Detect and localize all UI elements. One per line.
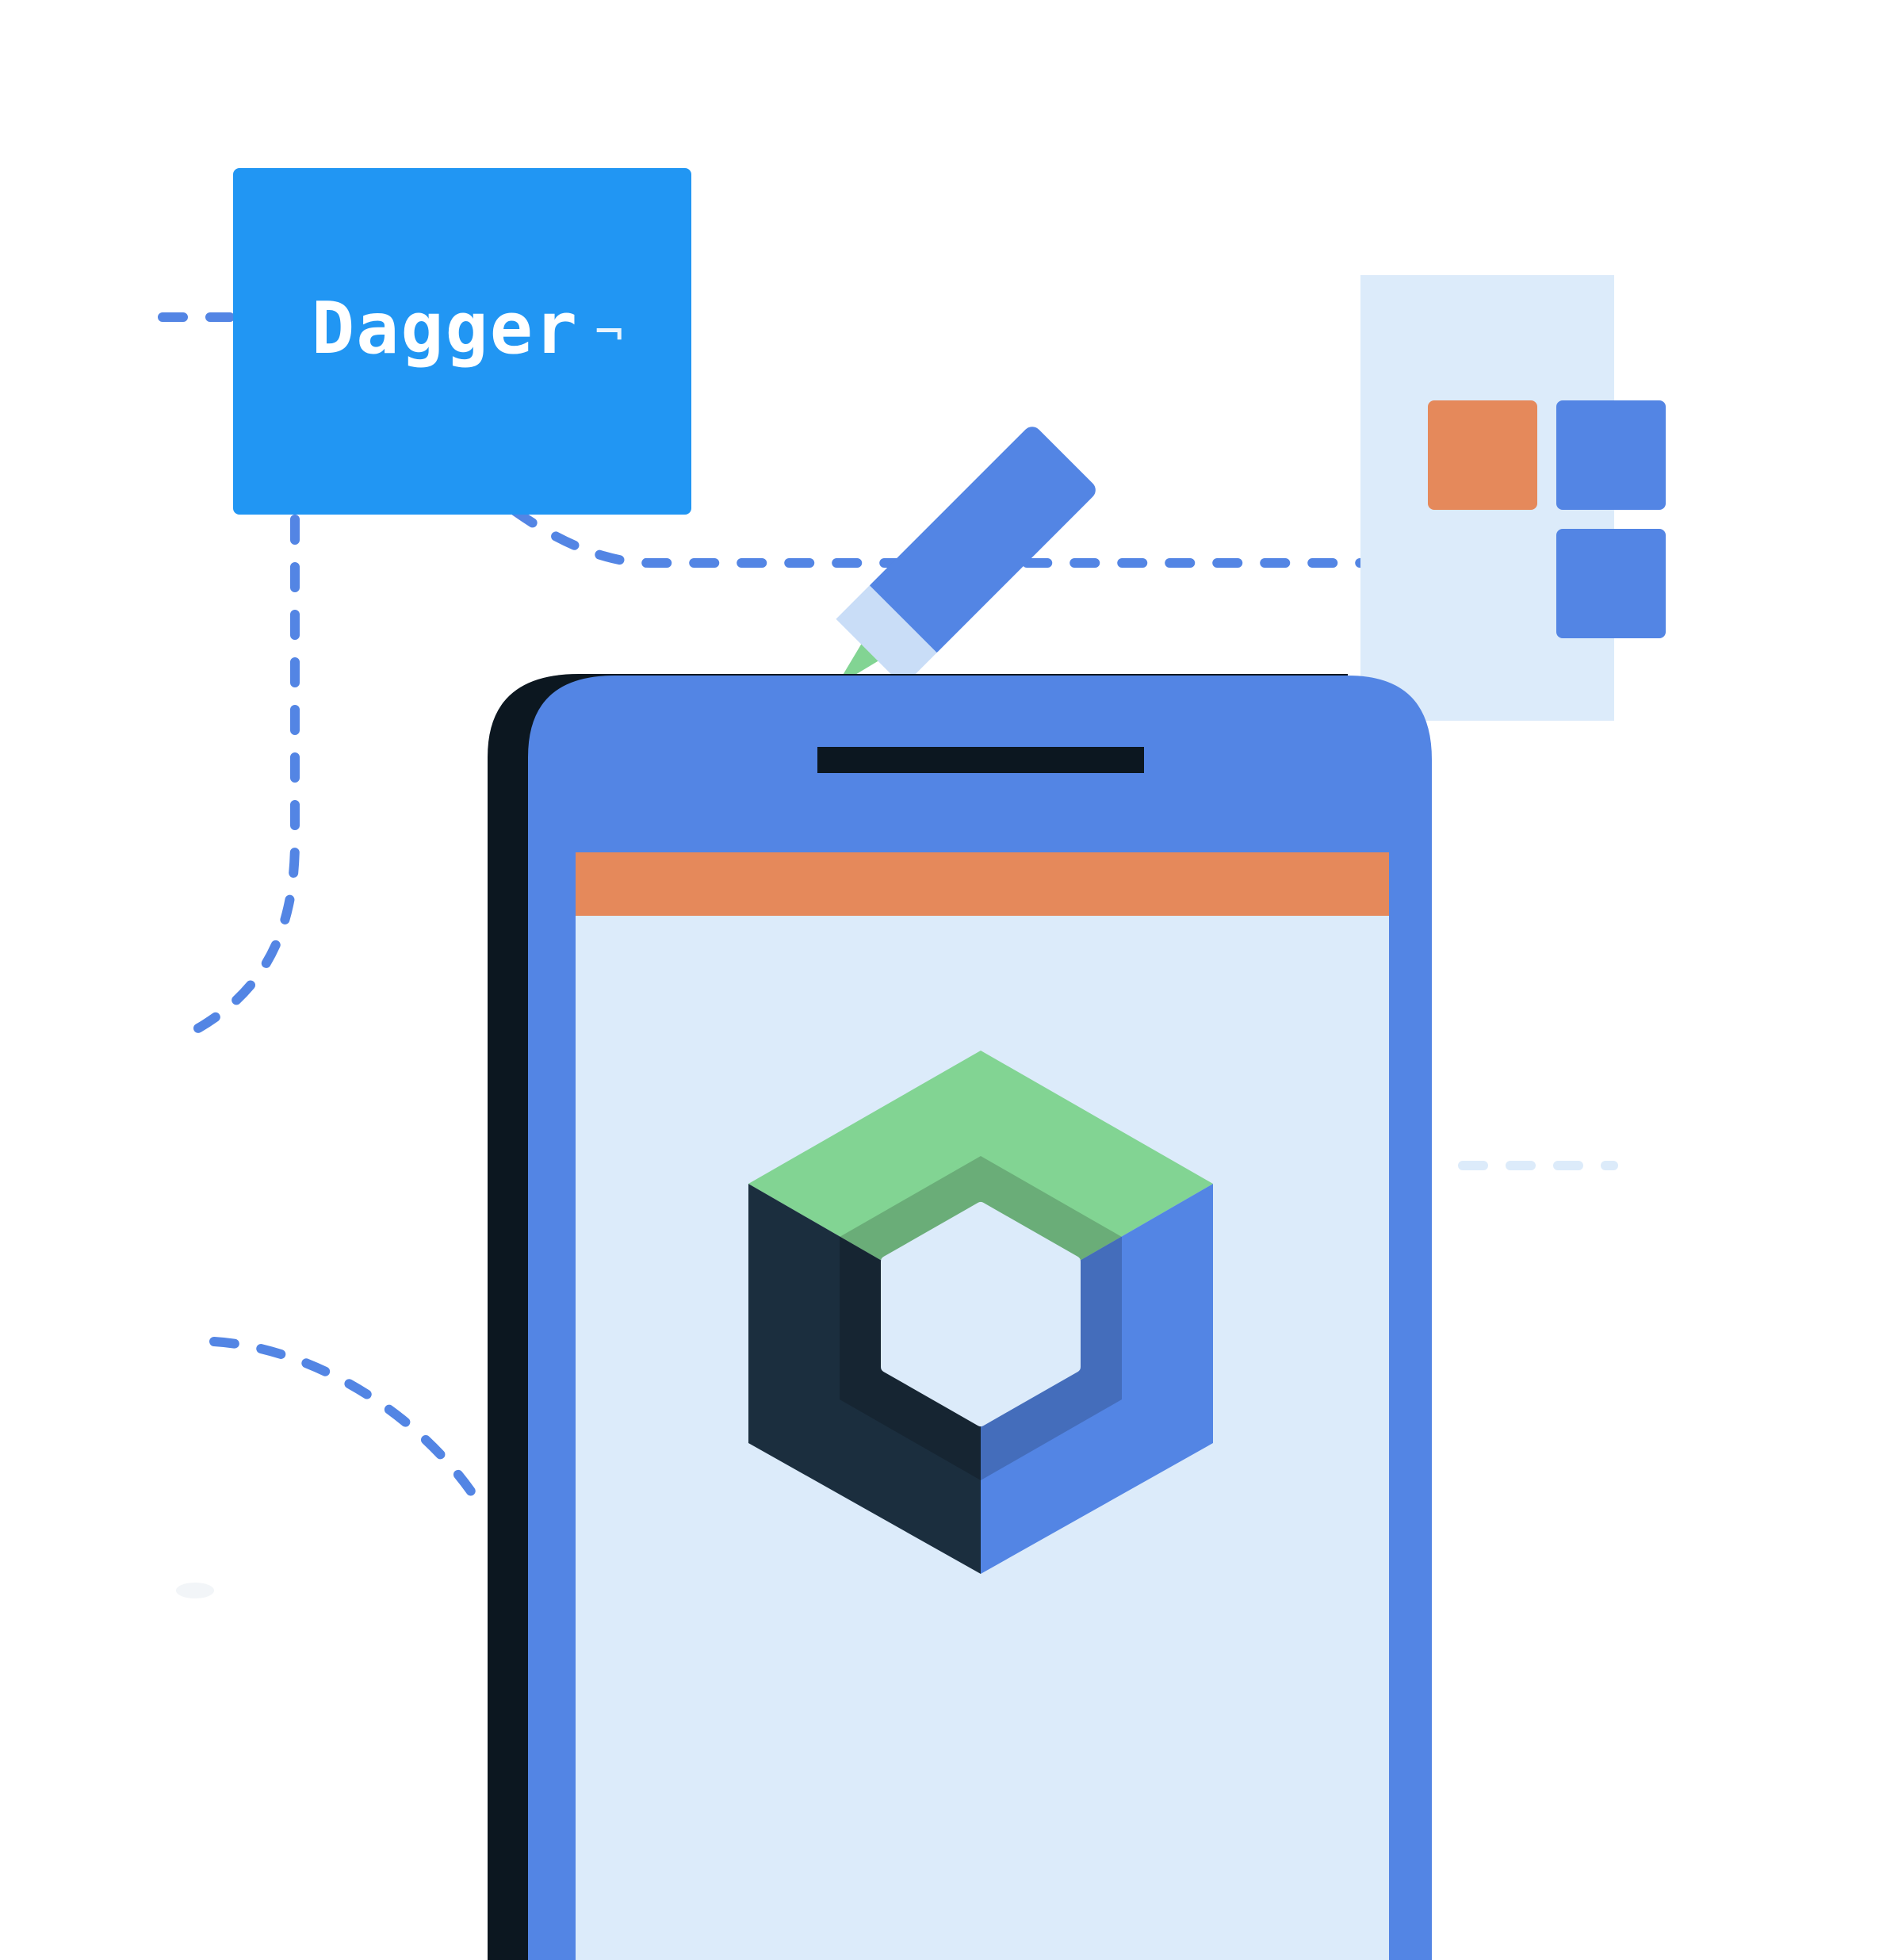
hilt-hexagon-logo bbox=[748, 1051, 1213, 1574]
dash-line-left-curve bbox=[174, 515, 300, 1043]
hilt-inner-hole bbox=[881, 1202, 1081, 1426]
app-bar bbox=[576, 852, 1389, 916]
module-block-blue-top bbox=[1556, 400, 1666, 510]
hilt-right-face bbox=[981, 1184, 1213, 1574]
module-block-blue-bottom bbox=[1556, 529, 1666, 638]
dash-line-card-to-modules bbox=[511, 507, 1365, 568]
dagger-mark: ¬ bbox=[595, 304, 626, 360]
hilt-left-face bbox=[748, 1184, 981, 1574]
faint-dot bbox=[176, 1583, 214, 1598]
dagger-text: Dagger bbox=[312, 287, 580, 370]
dependency-dashed-lines bbox=[158, 312, 1618, 1515]
phone-speaker bbox=[817, 747, 1144, 773]
dash-line-bottom-curve bbox=[209, 1337, 488, 1515]
dagger-card bbox=[233, 168, 691, 515]
module-block-orange bbox=[1428, 400, 1537, 510]
module-blocks bbox=[1360, 275, 1666, 721]
hilt-top-face bbox=[748, 1051, 1213, 1318]
dagger-card-label: Dagger¬ bbox=[312, 293, 625, 365]
